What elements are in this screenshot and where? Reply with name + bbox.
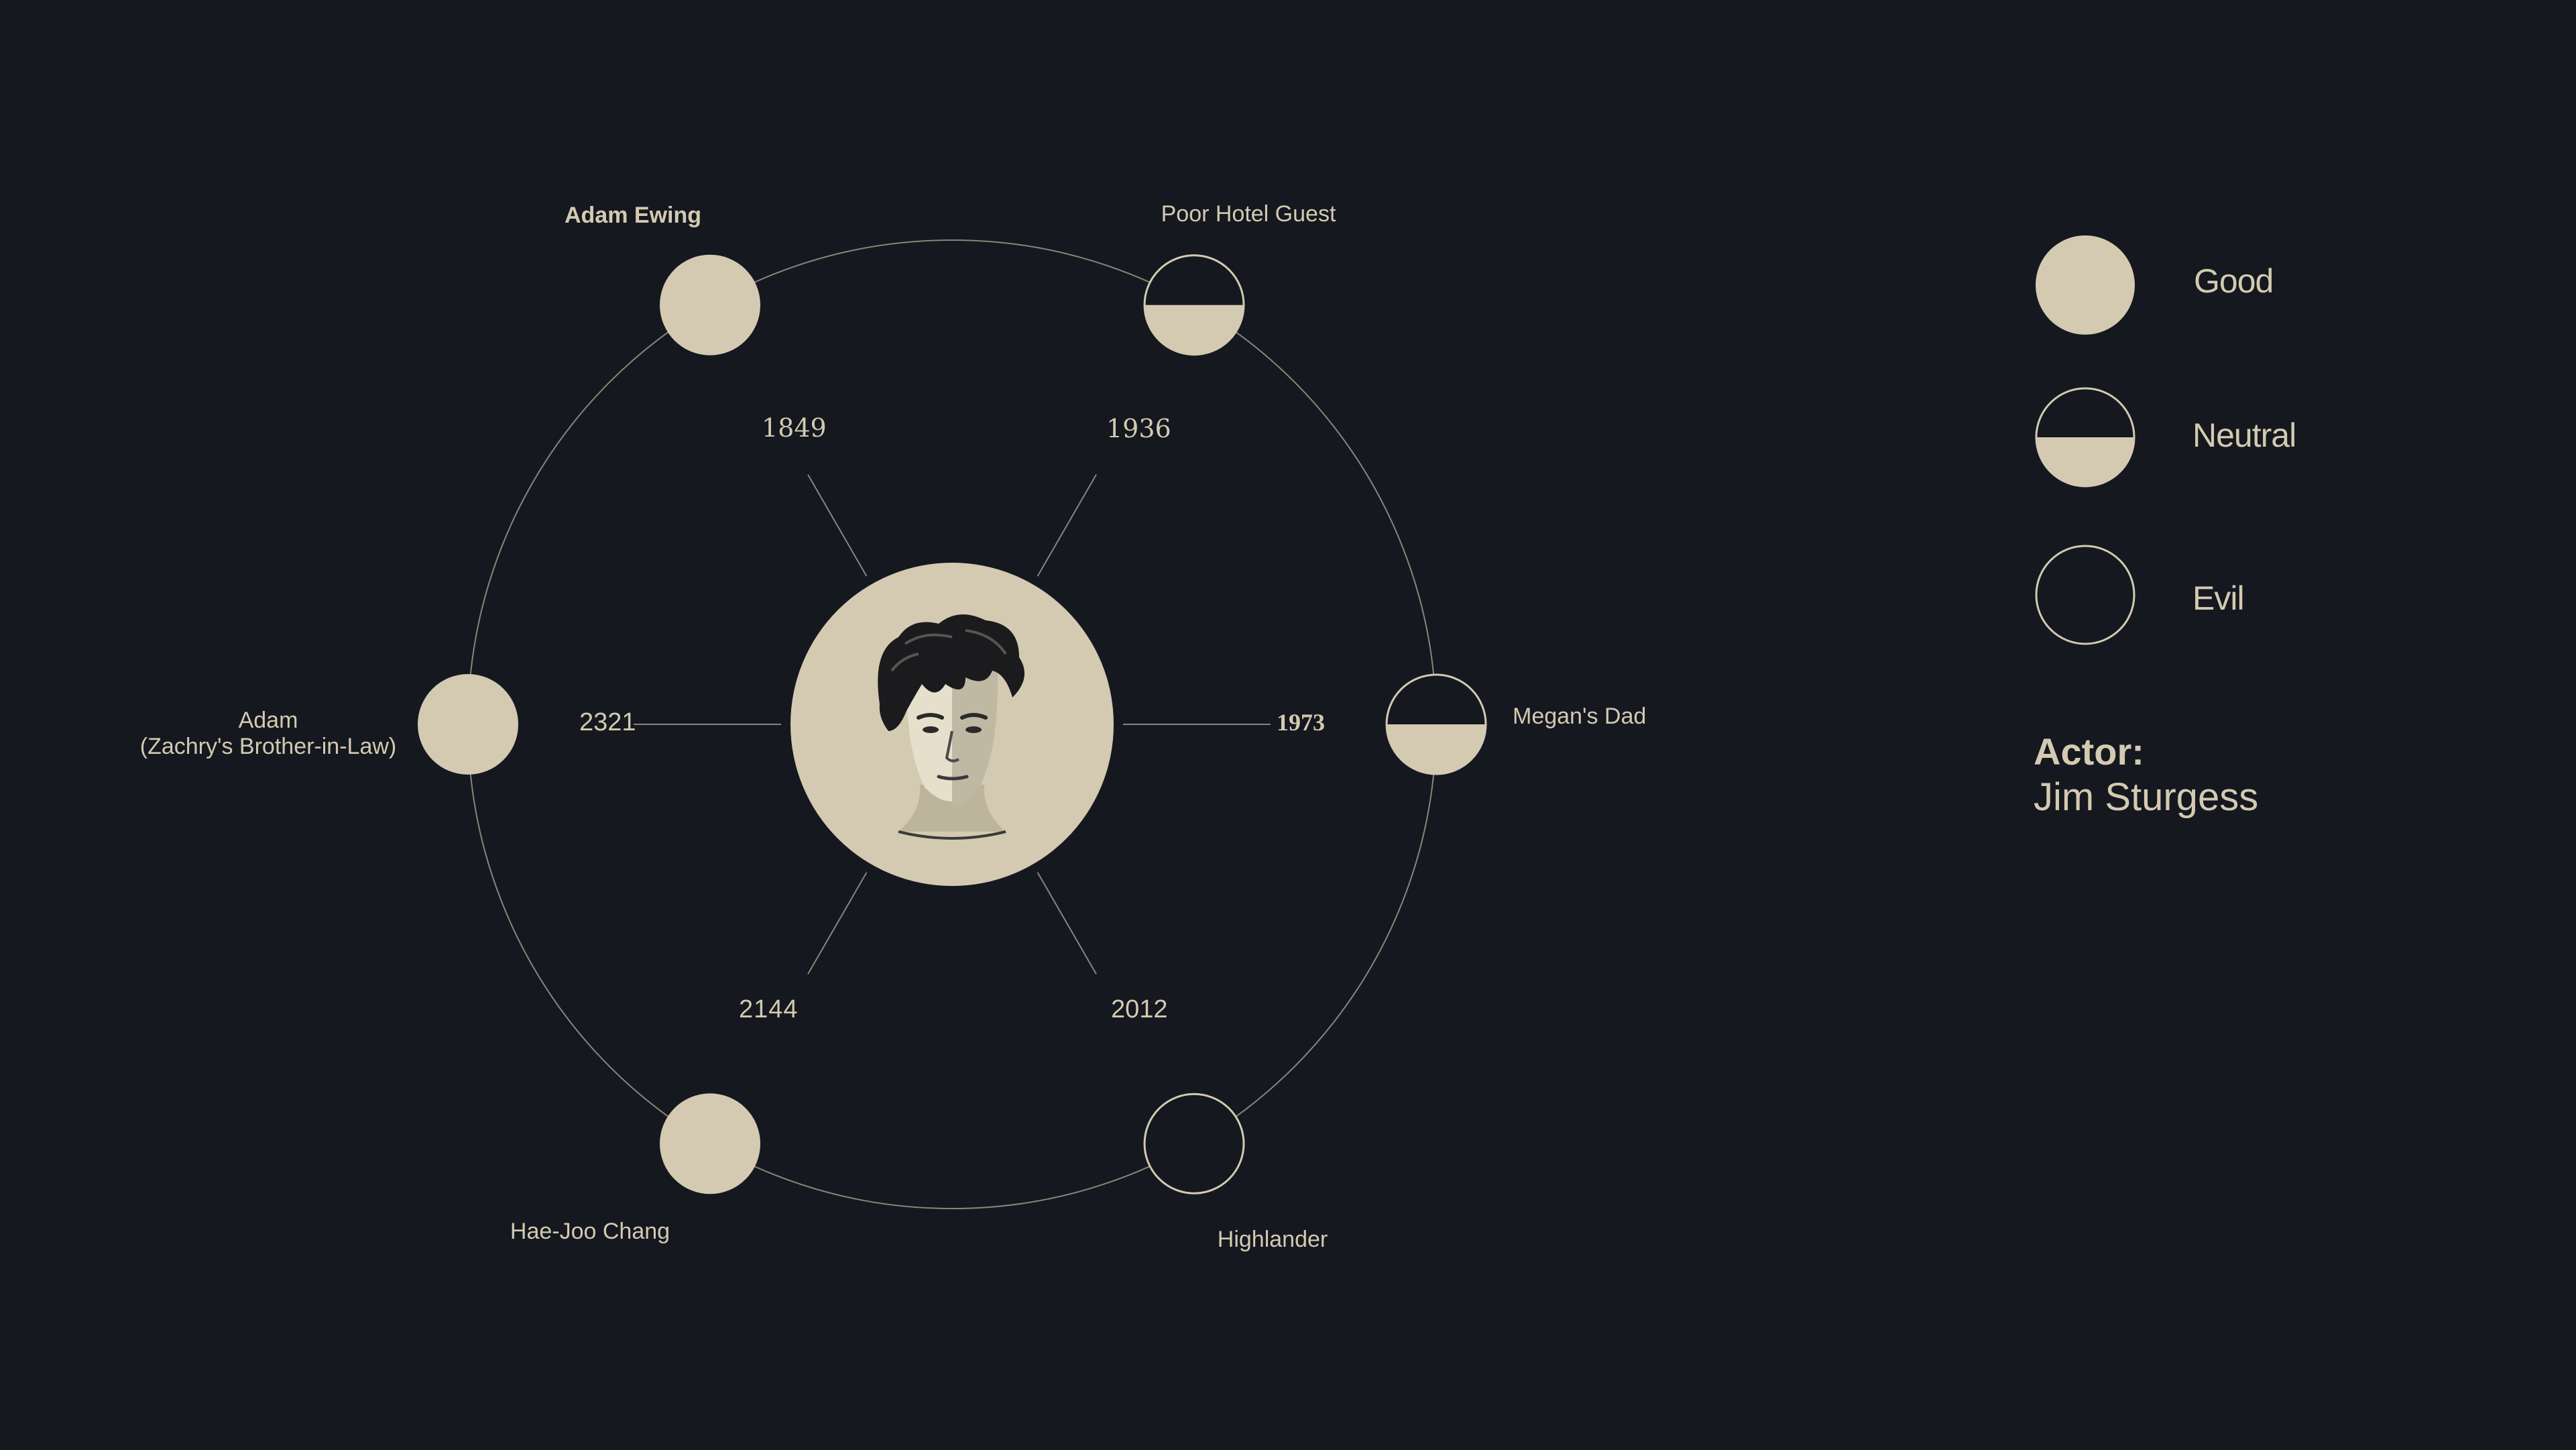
character-node-1936-neutral	[1143, 254, 1245, 356]
spoke-line-1936	[1037, 474, 1097, 577]
spoke-line-2144	[807, 872, 868, 974]
year-label-2144: 2144	[739, 995, 799, 1023]
face-portrait-icon	[878, 614, 1024, 840]
year-label-2012: 2012	[1111, 995, 1168, 1023]
year-label-1973: 1973	[1277, 709, 1325, 736]
character-label-poor-hotel-guest: Poor Hotel Guest	[1161, 201, 1336, 227]
actor-heading: Actor:	[2034, 730, 2144, 773]
character-node-2012-evil	[1143, 1093, 1245, 1194]
legend-label-neutral: Neutral	[2192, 416, 2296, 454]
character-label-adam-ewing: Adam Ewing	[564, 203, 702, 228]
spoke-line-2012	[1037, 872, 1097, 974]
year-label-1849: 1849	[762, 413, 827, 443]
character-node-2144-good	[660, 1093, 760, 1194]
year-label-2321: 2321	[579, 708, 636, 736]
year-label-1936: 1936	[1106, 414, 1171, 443]
spoke-line-1849	[807, 474, 868, 577]
character-node-1973-neutral	[1385, 673, 1487, 775]
character-node-2321-good	[418, 674, 518, 775]
legend-evil-swatch	[2035, 545, 2135, 645]
legend-good-swatch	[2036, 235, 2135, 335]
center-portrait	[791, 563, 1114, 886]
character-node-1849-good	[660, 254, 760, 355]
character-label-highlander: Highlander	[1217, 1227, 1328, 1252]
actor-name: Jim Sturgess	[2034, 775, 2259, 819]
character-label-adam-zachry: Adam (Zachry's Brother-in-Law)	[139, 708, 397, 760]
legend-label-good: Good	[2194, 262, 2274, 300]
character-label-megans-dad: Megan's Dad	[1513, 704, 1647, 729]
legend-swatches	[2035, 235, 2135, 645]
legend-label-evil: Evil	[2192, 579, 2245, 617]
legend-neutral-swatch	[2035, 387, 2135, 488]
character-label-hae-joo-chang: Hae-Joo Chang	[510, 1219, 670, 1244]
